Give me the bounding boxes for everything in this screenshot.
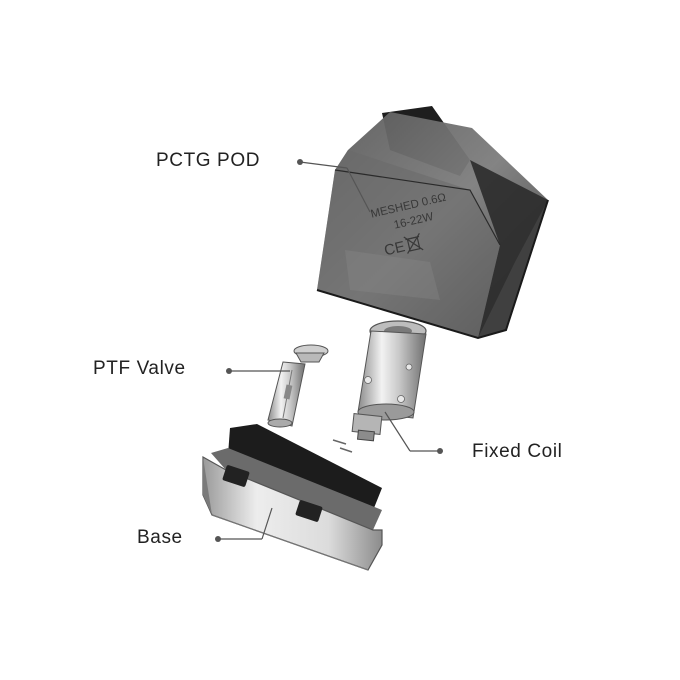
base [202, 424, 383, 571]
label-fixed-coil: Fixed Coil [472, 441, 563, 462]
pctg-pod: MESHED 0.6Ω 16-22W CE [316, 106, 549, 340]
label-pctg-pod: PCTG POD [156, 150, 261, 171]
fixed-coil [332, 320, 427, 453]
label-ptf-valve: PTF Valve [93, 358, 186, 379]
pod-marking-ce: CE [383, 238, 407, 259]
weee-bin-icon [403, 233, 424, 254]
leader-base [215, 507, 273, 542]
leader-valve [226, 368, 290, 374]
ptf-valve [267, 344, 329, 428]
leader-coil [384, 411, 443, 454]
leader-pod [297, 159, 371, 213]
label-base: Base [137, 527, 183, 548]
